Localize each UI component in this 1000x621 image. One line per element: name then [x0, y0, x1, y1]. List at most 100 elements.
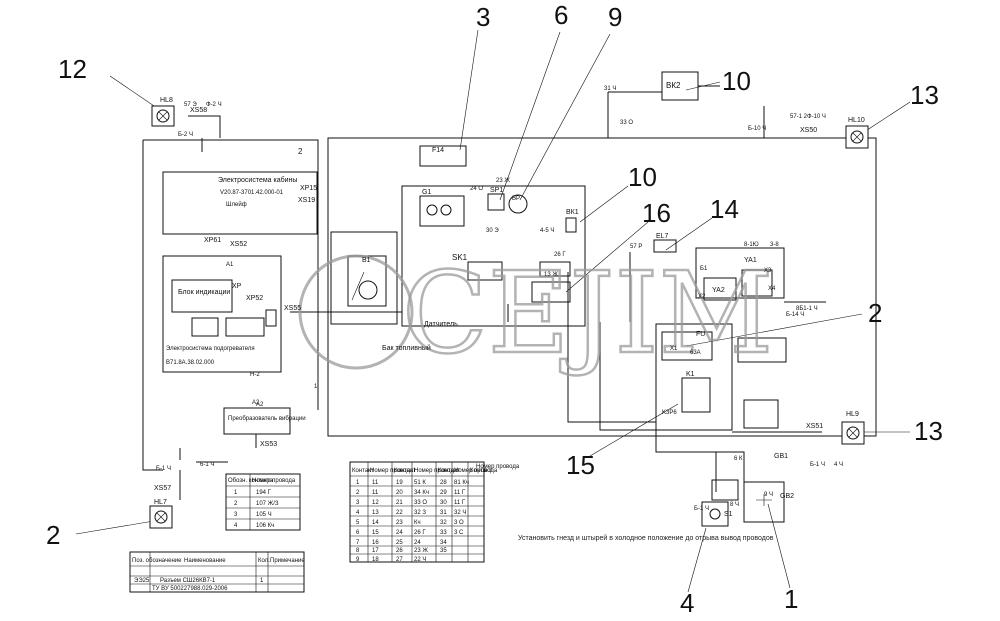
- small-table-c: 107 Ж/З: [256, 501, 279, 507]
- big-table-h: Номер провода: [414, 468, 458, 474]
- big-table-c: 22 Ч: [414, 557, 426, 563]
- lbl-hl10: HL10: [848, 117, 865, 124]
- big-table-c: 27: [396, 557, 403, 563]
- wire-lbl-14: 57 Р: [630, 244, 642, 250]
- big-table-c: 11 Г: [454, 500, 466, 506]
- lbl-a2: A2: [252, 400, 260, 406]
- big-table-c: 12: [372, 500, 379, 506]
- wire-lbl-10: 30 Э: [486, 228, 499, 234]
- wire-lbl-7: 57-1 2Ф-10 Ч: [790, 114, 826, 120]
- mod-title: Электросистема подогревателя: [166, 346, 255, 352]
- lbl-xp52: XP52: [246, 295, 263, 302]
- lbl-xs55: XS55: [284, 305, 301, 312]
- title-h1: Поз. обозначение: [132, 558, 182, 564]
- title-block: Поз. обозначение Наименование Кол. Приме…: [129, 551, 305, 593]
- big-table-h: Контакт: [470, 468, 492, 474]
- big-table-c: 34: [440, 540, 447, 546]
- lbl-hl8: HL8: [160, 97, 173, 104]
- connector-x1-icon: [743, 399, 779, 429]
- lbl-xs19: XS19: [298, 197, 315, 204]
- small-table-h1: Обозн. контакта: [228, 478, 274, 484]
- big-table-c: 5: [356, 520, 360, 526]
- big-table-c: 6: [356, 530, 360, 536]
- small-table-c: 3: [234, 512, 238, 518]
- conv-ref: А2: [256, 402, 264, 408]
- callout-13b: 13: [914, 416, 943, 446]
- lbl-g1: G1: [422, 189, 431, 196]
- mod-code: В71.8А.38.02.000: [166, 360, 215, 366]
- big-table-c: 51 К: [414, 480, 426, 486]
- title-c: ТУ ВУ 500227988.029-2006: [152, 586, 228, 592]
- f14-fuse-icon: [419, 145, 467, 167]
- lbl-x3: X3: [764, 268, 772, 274]
- title-h2: Наименование: [184, 558, 226, 564]
- big-table-c: 1: [356, 480, 360, 486]
- indication-block: [171, 279, 233, 313]
- hl9-lamp-icon: [841, 421, 865, 445]
- lbl-gb2: GB2: [780, 493, 794, 500]
- big-table-c: 26 Г: [414, 530, 426, 536]
- wire-lbl-13: 13 Ж: [544, 272, 558, 278]
- wire-lbl-24: 3-8: [770, 242, 779, 248]
- small-table-c: 1: [234, 490, 238, 496]
- big-table-c: 34 Кч: [414, 490, 429, 496]
- lbl-sp1: SP1: [490, 187, 503, 194]
- lbl-xs50: XS50: [800, 127, 817, 134]
- big-table-c: 16: [372, 540, 379, 546]
- big-table-c: 3: [356, 500, 360, 506]
- big-table-c: 2: [356, 490, 360, 496]
- big-table-c: 81 Кч: [454, 480, 469, 486]
- wire-lbl-29: 2: [298, 147, 303, 156]
- wire-lbl-1: 57 Э: [184, 102, 197, 108]
- lbl-fu-val: 63A: [690, 350, 701, 356]
- cab-title: Электросистема кабины: [218, 176, 297, 184]
- lbl-xs58: XS58: [190, 107, 207, 114]
- lbl-bk1: ВК1: [566, 209, 579, 216]
- bp-sensor-icon: [487, 193, 528, 214]
- lbl-k3p6: K3P6: [662, 410, 677, 416]
- valve-block: [695, 247, 785, 299]
- leader-9: [519, 33, 611, 201]
- title-c: ЭЭ25: [134, 578, 150, 584]
- big-table-c: 33: [440, 530, 447, 536]
- big-table-c: 18: [372, 557, 379, 563]
- big-table-c: 30: [440, 500, 447, 506]
- wire-lbl-28: 6-1 Ч: [200, 462, 214, 468]
- wire-lbl-6: Б-10 Ч: [748, 126, 766, 132]
- big-table-c: 20: [396, 490, 403, 496]
- big-table-c: 32 З: [414, 510, 426, 516]
- fu-fuse-icon: [661, 331, 713, 361]
- big-table-c: 23: [396, 520, 403, 526]
- wire-lbl-5: 33 О: [620, 120, 633, 126]
- title-c: Разъем СШ26КВ7-1: [160, 578, 216, 584]
- leader-6: [499, 31, 561, 201]
- big-table-c: 14: [372, 520, 379, 526]
- lbl-k1: K1: [686, 371, 695, 378]
- gb1-battery-icon: [711, 479, 739, 501]
- converter-box: [223, 407, 291, 435]
- big-table-c: 28: [440, 480, 447, 486]
- wire-b1: [351, 271, 365, 301]
- inner-block-gauges: [401, 185, 586, 327]
- wire-lbl-16: 8 Ч: [730, 502, 739, 508]
- wire-lbl-27: 4 Ч: [834, 462, 843, 468]
- big-table-c: 21: [396, 500, 403, 506]
- lbl-hl7: HL7: [154, 499, 167, 506]
- big-table-c: 25: [396, 540, 403, 546]
- wire-lbl-30: 1: [314, 384, 318, 390]
- lbl-ya1: YA1: [744, 257, 757, 264]
- wire-16: [567, 272, 656, 423]
- big-table-c: 35: [440, 548, 447, 554]
- callout-2a: 2: [868, 298, 882, 328]
- big-table-c: 19: [396, 480, 403, 486]
- big-table-c: 29: [440, 490, 447, 496]
- cab-system-block: [162, 171, 318, 235]
- title-h3: Кол.: [258, 558, 270, 564]
- callout-3: 3: [476, 2, 490, 32]
- cab-sub: Шлейф: [226, 201, 247, 208]
- lbl-bk2: ВК2: [666, 81, 681, 90]
- lbl-xs52: XS52: [230, 241, 247, 248]
- lbl-xs53: XS53: [260, 441, 277, 448]
- lbl-a1: A1: [226, 262, 234, 268]
